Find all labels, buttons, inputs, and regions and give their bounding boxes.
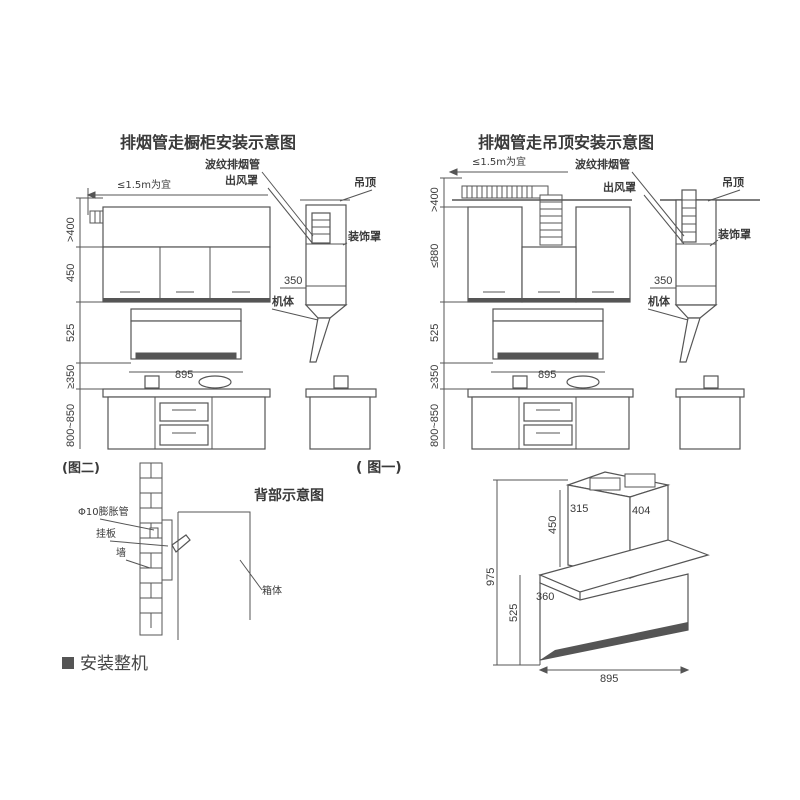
left-cabinet-dim: 450 (65, 264, 77, 282)
right-slope-dim: ≤1.5m为宜 (472, 155, 526, 168)
back-diagram: 背部示意图 Φ10膨胀管 挂板 墙 箱体 (78, 462, 324, 640)
right-duct-label: 波纹排烟管 (575, 157, 630, 171)
left-hood-dim: 525 (65, 324, 77, 342)
left-diagram: ≤1.5m为宜 8 (62, 157, 381, 476)
right-side-dim: 350 (654, 275, 672, 287)
back-title: 背部示意图 (254, 487, 324, 504)
wall-label: 墙 (116, 546, 126, 559)
left-counter-dim: 800~850 (65, 404, 77, 447)
left-unit-label: 机体 (272, 294, 295, 308)
right-cover-label: 装饰罩 (717, 227, 751, 241)
left-cover-label: 装饰罩 (347, 229, 381, 243)
right-outlet-label: 出风罩 (603, 180, 636, 194)
left-side-dim: 350 (284, 275, 302, 287)
right-figure-label: ( 图一) (356, 460, 402, 476)
bolt-label: Φ10膨胀管 (78, 505, 129, 518)
right-width-dim: 895 (538, 369, 556, 381)
right-ceiling-label: 吊顶 (722, 176, 744, 189)
iso-cover-height-dim: 450 (547, 516, 559, 534)
right-hood-dim: 525 (429, 324, 441, 342)
left-outlet-label: 出风罩 (225, 173, 258, 187)
left-above-stove-dim: ≥350 (65, 365, 77, 389)
right-cabinet-dim: ≤880 (429, 244, 441, 268)
box-label: 箱体 (262, 584, 282, 597)
right-diagram: ≤1.5m为宜 (356, 155, 760, 476)
section-marker (62, 657, 74, 669)
iso-cover-depth-dim: 315 (570, 503, 588, 515)
iso-side-dim: 360 (536, 591, 554, 603)
left-duct-label: 波纹排烟管 (205, 157, 260, 171)
iso-width-dim: 895 (600, 673, 618, 685)
plate-label: 挂板 (96, 527, 116, 540)
left-slope-dim: ≤1.5m为宜 (117, 178, 171, 191)
left-title: 排烟管走橱柜安装示意图 (120, 133, 296, 152)
iso-total-height-dim: 975 (485, 568, 497, 586)
right-counter-dim: 800~850 (429, 404, 441, 447)
section-title: 安装整机 (80, 654, 148, 674)
left-ceiling-label: 吊顶 (354, 176, 376, 189)
right-above-stove-dim: ≥350 (429, 365, 441, 389)
left-figure-label: (图二) (62, 461, 100, 476)
iso-lower-height-dim: 525 (508, 604, 520, 622)
iso-cover-width-dim: 404 (632, 505, 650, 517)
right-unit-label: 机体 (648, 294, 671, 308)
right-title: 排烟管走吊顶安装示意图 (478, 133, 654, 152)
left-top-dim: >400 (65, 217, 77, 242)
left-width-dim: 895 (175, 369, 193, 381)
iso-diagram: 975 450 315 404 525 360 895 (485, 471, 710, 685)
right-top-dim: >400 (429, 187, 441, 212)
